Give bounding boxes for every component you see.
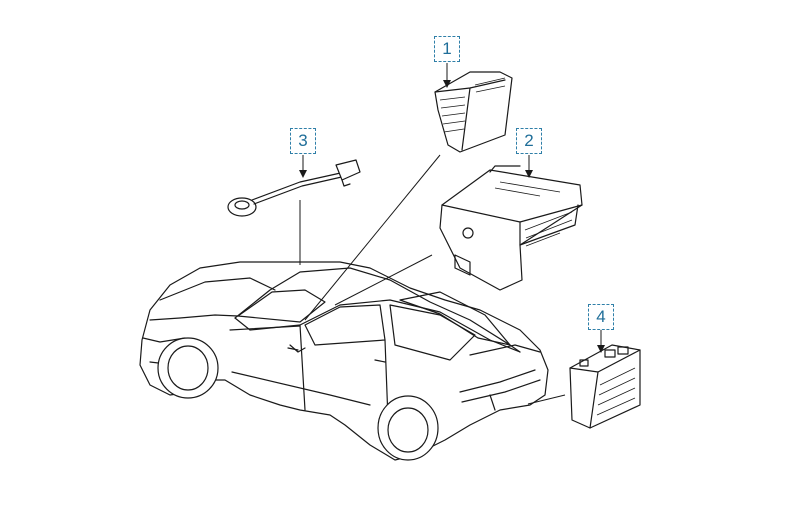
callout-arrows — [299, 63, 605, 353]
leader-lines — [299, 154, 566, 405]
car-illustration — [139, 261, 549, 461]
callout-4[interactable]: 4 — [588, 304, 614, 330]
head-unit-part — [439, 165, 583, 291]
control-module-part — [569, 344, 641, 429]
callout-1[interactable]: 1 — [434, 36, 460, 62]
callout-3[interactable]: 3 — [290, 128, 316, 154]
display-unit-part — [434, 71, 513, 153]
callout-2[interactable]: 2 — [516, 128, 542, 154]
antenna-cable-part — [227, 159, 361, 217]
